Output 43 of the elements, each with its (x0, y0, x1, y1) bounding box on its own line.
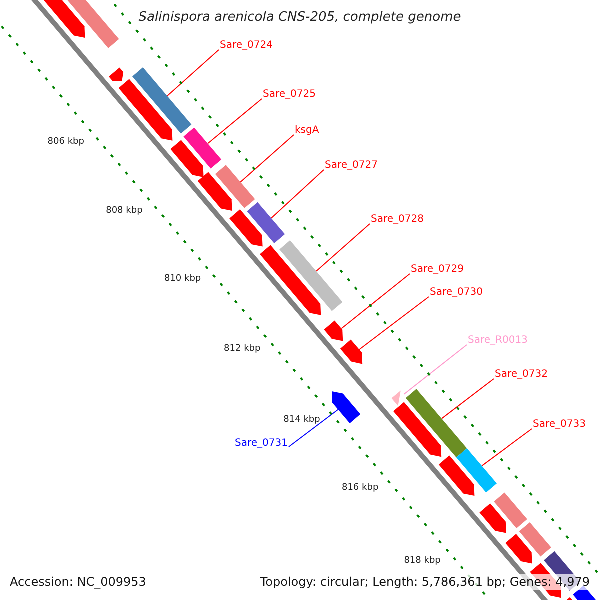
leader-line (482, 428, 532, 467)
leader-line (166, 50, 220, 97)
leader-line (341, 274, 410, 330)
leader-line (207, 98, 262, 144)
gene-label: Sare_0733 (533, 419, 586, 431)
leader-line (441, 378, 494, 420)
gene-label: Sare_0729 (411, 264, 464, 276)
leader-line (404, 344, 468, 395)
scale-label: 812 kbp (224, 343, 261, 356)
gene-feature (324, 320, 344, 342)
leader-line (288, 409, 339, 448)
accession-text: Accession: NC_009953 (8, 574, 148, 590)
leader-line (316, 224, 370, 272)
gene-feature (332, 392, 361, 424)
leader-line (358, 296, 430, 350)
scale-label: 818 kbp (404, 555, 441, 568)
gene-bar (456, 448, 497, 493)
gene-bar (132, 68, 192, 134)
leader-line (270, 170, 324, 219)
gene-label: Sare_R0013 (468, 335, 528, 347)
scale-label: 816 kbp (342, 482, 379, 494)
scale-label: 806 kbp (48, 136, 84, 148)
genome-info-text: Topology: circular; Length: 5,786,361 bp; Genes: 4,979 (258, 574, 592, 590)
gene-bar (184, 128, 222, 169)
leader-line (240, 134, 294, 183)
gene-label: Sare_0732 (495, 369, 548, 381)
gene-triangle (392, 390, 401, 406)
gene-bar (406, 389, 468, 458)
gene-label: Sare_0731 (235, 438, 288, 450)
gene-bar (215, 165, 256, 208)
gene-label: Sare_0730 (430, 287, 483, 299)
scale-label: 814 kbp (284, 414, 320, 426)
gene-label: Sare_0728 (371, 214, 424, 226)
title: Salinispora arenicola CNS-205, complete genome (138, 10, 462, 26)
scale-label: 808 kbp (106, 204, 143, 217)
gene-bar (280, 240, 343, 312)
gene-bar (247, 202, 286, 244)
gene-label: Sare_0725 (263, 89, 316, 101)
gene-label: ksgA (295, 125, 320, 137)
gene-feature (340, 340, 363, 364)
gene-label: Sare_0724 (220, 40, 273, 52)
gene-label: Sare_0727 (325, 160, 378, 172)
scale-label: 810 kbp (164, 273, 202, 286)
